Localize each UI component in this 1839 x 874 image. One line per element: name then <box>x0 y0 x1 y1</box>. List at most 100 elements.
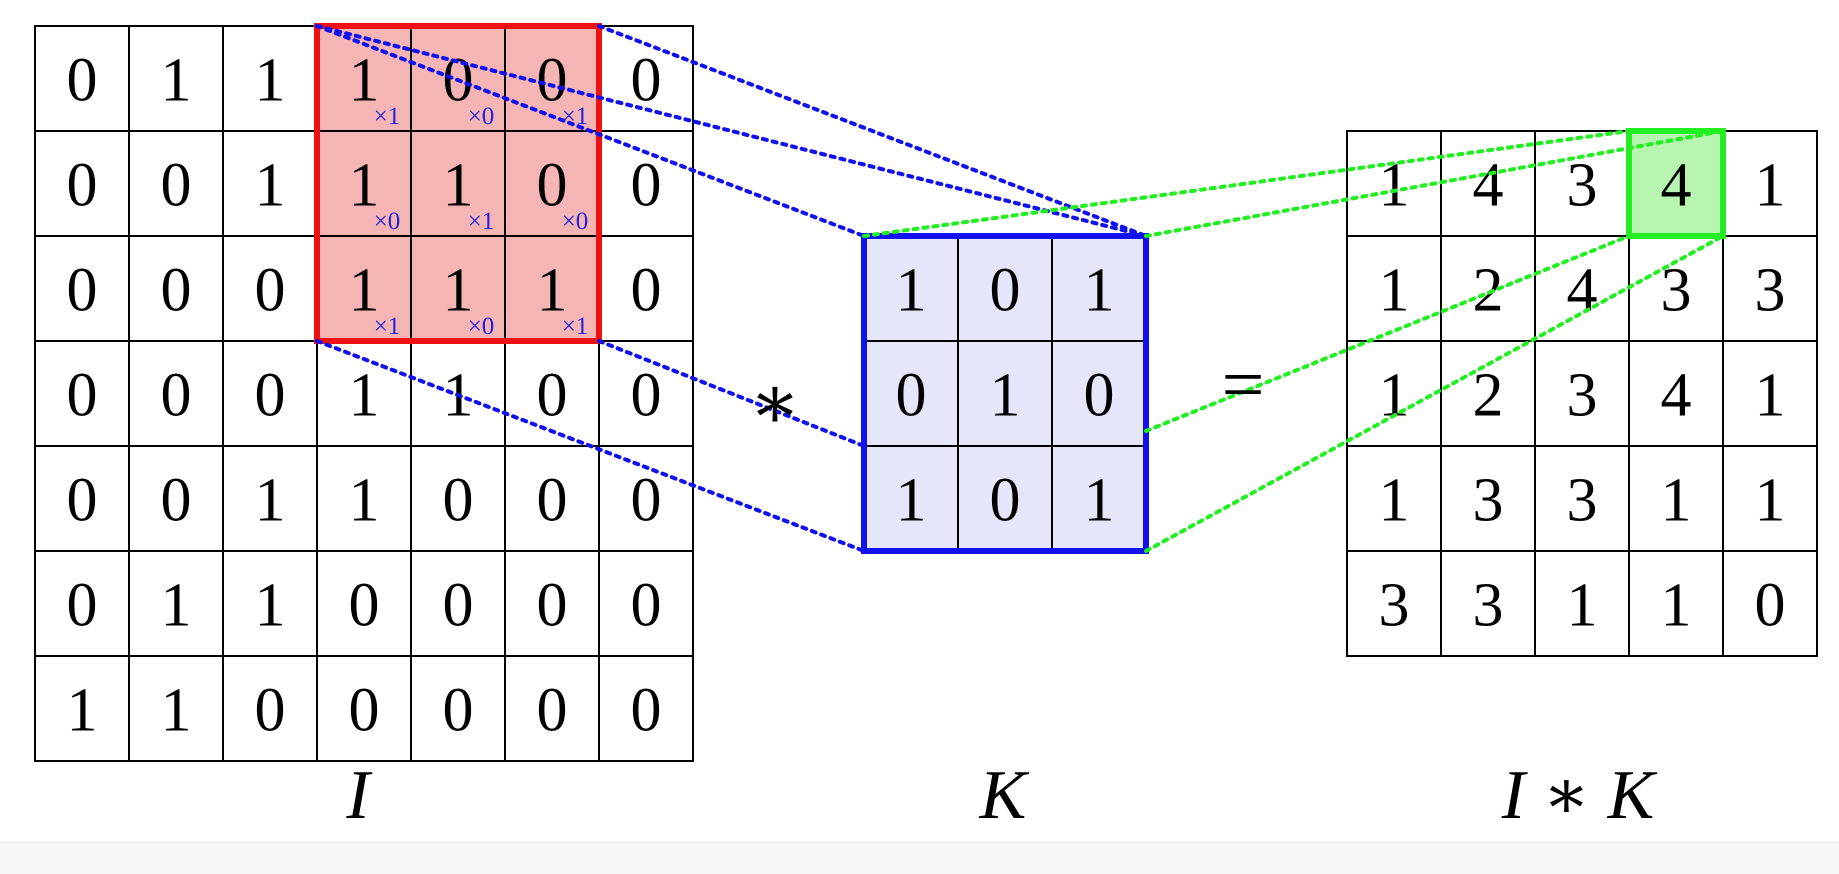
projection-line-blue <box>315 339 866 553</box>
bottom-strip <box>0 842 1839 874</box>
kernel-weight-multiplier: ×0 <box>374 208 401 235</box>
input-cell-value: 1 <box>255 572 286 640</box>
output-cell-value: 3 <box>1379 572 1410 640</box>
input-cell-value: 0 <box>443 677 474 745</box>
output-cell-value: 4 <box>1661 362 1692 430</box>
kernel-fill <box>864 236 1146 551</box>
projection-line-blue <box>315 24 866 238</box>
input-cell-value: 0 <box>67 257 98 325</box>
input-cell-value: 0 <box>537 572 568 640</box>
output-cell-value: 0 <box>1755 572 1786 640</box>
input-cell-value: 0 <box>67 152 98 220</box>
input-cell-value: 1 <box>537 257 568 325</box>
input-cell-value: 0 <box>349 572 380 640</box>
kernel-cell-value: 0 <box>1084 362 1115 430</box>
input-cell-value: 1 <box>443 257 474 325</box>
input-cell-value: 1 <box>443 152 474 220</box>
input-cell-value: 1 <box>349 152 380 220</box>
kernel-cell-value: 0 <box>990 257 1021 325</box>
input-cell-value: 0 <box>67 467 98 535</box>
input-cell-value: 0 <box>537 467 568 535</box>
kernel-weight-multiplier: ×0 <box>562 208 589 235</box>
kernel-weight-multiplier: ×1 <box>562 103 589 130</box>
input-cell-value: 0 <box>631 152 662 220</box>
output-cell-value: 4 <box>1473 152 1504 220</box>
output-cell-value: 4 <box>1567 257 1598 325</box>
kernel-cell-value: 1 <box>1084 257 1115 325</box>
input-cell-value: 1 <box>349 362 380 430</box>
input-cell-value: 0 <box>537 677 568 745</box>
output-cell-value: 3 <box>1567 152 1598 220</box>
input-cell-value: 1 <box>161 677 192 745</box>
input-cell-value: 0 <box>255 677 286 745</box>
input-cell-value: 0 <box>631 257 662 325</box>
input-cell-value: 1 <box>349 257 380 325</box>
input-cell-value: 1 <box>349 467 380 535</box>
input-cell-value: 0 <box>161 257 192 325</box>
output-cell-value: 1 <box>1379 467 1410 535</box>
kernel-cell-value: 1 <box>1084 467 1115 535</box>
input-cell-value: 0 <box>631 677 662 745</box>
input-cell-value: 0 <box>255 257 286 325</box>
projection-line-blue <box>597 339 866 448</box>
kernel-weight-multiplier: ×1 <box>374 103 401 130</box>
kernel-cell-value: 1 <box>990 362 1021 430</box>
kernel-weight-multiplier: ×1 <box>374 313 401 340</box>
kernel-weight-multiplier: ×1 <box>562 313 589 340</box>
projection-line-green <box>1144 129 1725 238</box>
input-matrix: 0111000001110000011100001100001100001100… <box>34 23 694 762</box>
input-cell-value: 0 <box>631 572 662 640</box>
kernel-outline <box>861 233 1149 554</box>
output-cell-value: 3 <box>1473 572 1504 640</box>
input-cell-value: 0 <box>631 362 662 430</box>
output-cell-value: 1 <box>1379 362 1410 430</box>
kernel-cell-value: 1 <box>896 257 927 325</box>
projection-line-green <box>862 129 1631 238</box>
output-cell-value: 1 <box>1755 362 1786 430</box>
kernel-cell-value: 0 <box>896 362 927 430</box>
input-cell-value: 0 <box>67 362 98 430</box>
output-cell-value: 1 <box>1567 572 1598 640</box>
kernel-cell-value: 0 <box>990 467 1021 535</box>
equals-sign: = <box>1222 343 1265 427</box>
kernel-matrix-label: K <box>979 757 1030 834</box>
receptive-field-outline <box>314 23 602 344</box>
kernel-cell-value: 1 <box>896 467 927 535</box>
output-cell-value: 3 <box>1567 467 1598 535</box>
input-cell-value: 1 <box>67 677 98 745</box>
projection-line-green <box>1144 234 1631 433</box>
output-cell-value: 1 <box>1755 467 1786 535</box>
output-cell-value: 1 <box>1755 152 1786 220</box>
convolution-operator: ∗ <box>749 361 801 445</box>
kernel-weight-multiplier: ×1 <box>468 208 495 235</box>
input-cell-value: 1 <box>161 47 192 115</box>
output-cell-value: 1 <box>1661 467 1692 535</box>
output-cell-value: 1 <box>1661 572 1692 640</box>
input-cell-value: 1 <box>255 152 286 220</box>
input-cell-value: 1 <box>161 572 192 640</box>
output-highlight-outline <box>1626 128 1726 239</box>
output-cell <box>1722 550 1818 657</box>
input-cell-value: 1 <box>255 47 286 115</box>
input-cell-value: 0 <box>161 467 192 535</box>
input-cell-value: 0 <box>537 362 568 430</box>
input-cell-value: 0 <box>161 362 192 430</box>
operators: ∗ = <box>749 343 1264 445</box>
output-cell-value: 4 <box>1661 152 1692 220</box>
output-cell-value: 3 <box>1755 257 1786 325</box>
input-cell-value: 0 <box>443 572 474 640</box>
input-cell-value: 0 <box>537 47 568 115</box>
projection-line-blue <box>597 24 1148 238</box>
output-cell-value: 3 <box>1473 467 1504 535</box>
output-highlight-fill <box>1629 131 1723 236</box>
kernel-weight-multiplier: ×0 <box>468 103 495 130</box>
input-cell-value: 0 <box>537 152 568 220</box>
input-matrix-label: I <box>345 757 373 834</box>
input-cell-value: 0 <box>161 152 192 220</box>
output-cell-value: 1 <box>1379 257 1410 325</box>
input-cell-value: 0 <box>67 47 98 115</box>
output-matrix-label: I ∗ K <box>1501 757 1658 834</box>
input-cell-value: 0 <box>443 467 474 535</box>
